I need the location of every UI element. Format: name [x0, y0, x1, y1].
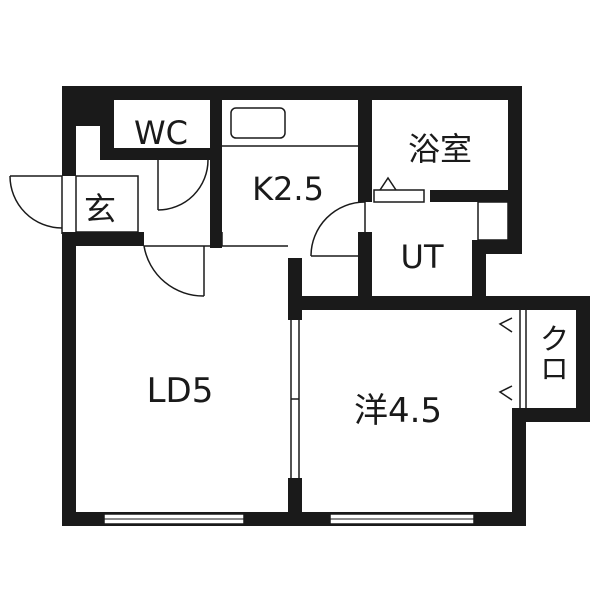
interior-walls — [62, 100, 522, 526]
sink — [230, 107, 286, 139]
label-closet: クロ — [534, 323, 569, 383]
label-kitchen: K2.5 — [252, 170, 324, 208]
wall-wc-left — [100, 100, 114, 160]
label-bathroom: 浴室 — [408, 130, 472, 168]
label-wc: WC — [134, 114, 188, 152]
ut-door — [310, 201, 366, 257]
wall-left-upper — [62, 86, 76, 176]
doors — [9, 159, 513, 401]
room-labels: WC 玄 K2.5 浴室 UT LD5 洋4.5 クロ — [84, 114, 569, 431]
wall-closet-bottom — [512, 408, 590, 422]
washer-step — [477, 201, 509, 241]
wall-ut-right — [472, 240, 486, 310]
wall-ut-left — [358, 232, 372, 310]
wall-left-lower — [62, 234, 76, 526]
block-top-left — [76, 100, 100, 126]
closet-door — [498, 317, 513, 401]
wall-wc-right — [210, 100, 222, 248]
wall-wc-bottom — [100, 148, 210, 160]
label-living-dining: LD5 — [147, 371, 214, 411]
label-western-room: 洋4.5 — [354, 391, 442, 431]
label-genkan: 玄 — [84, 190, 116, 228]
wall-right-lower — [512, 408, 526, 526]
wall-top — [62, 86, 522, 100]
wall-entry-ld — [62, 232, 144, 246]
bathroom-door — [373, 176, 425, 203]
genkan-step — [75, 175, 139, 233]
wall-right-top — [508, 86, 522, 254]
fixtures — [75, 107, 527, 478]
wall-western-top — [288, 296, 486, 310]
wall-closet-right — [576, 296, 590, 422]
wall-kitchen-right — [358, 100, 372, 202]
entrance-door — [9, 175, 63, 234]
wall-ld-western-top — [288, 258, 302, 320]
ld-door — [143, 245, 205, 297]
wall-ld-western-bottom — [288, 478, 302, 526]
label-utility: UT — [401, 238, 444, 276]
wall-closet-top — [472, 296, 590, 310]
windows — [103, 513, 475, 525]
wall-bath-bottom — [430, 190, 522, 202]
wc-door — [157, 159, 209, 211]
